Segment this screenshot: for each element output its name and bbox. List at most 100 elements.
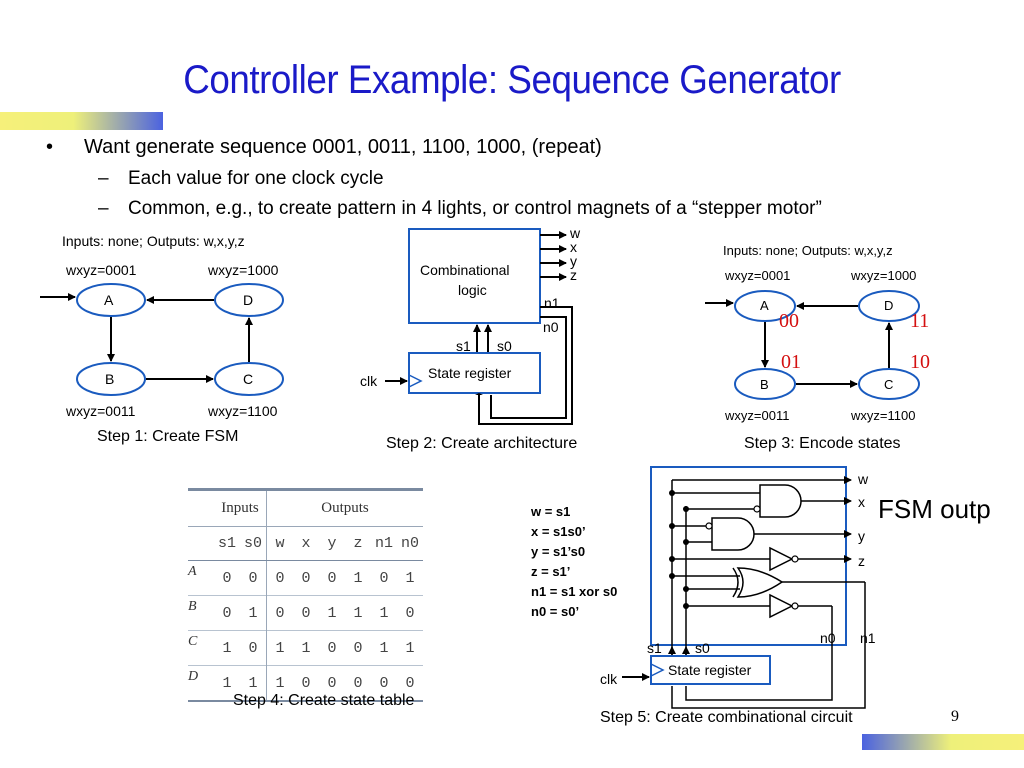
bullet-sub-1: Each value for one clock cycle	[128, 168, 384, 189]
col-header: w	[266, 526, 293, 561]
col-header: n1	[371, 526, 397, 561]
col-header: n0	[397, 526, 423, 561]
table-row: D 1 1 1 0 0 0 0 0	[188, 665, 423, 702]
table-cell: 0	[301, 569, 311, 587]
state-A-label: A	[104, 292, 114, 308]
out-y: y	[570, 253, 577, 269]
step5-n0: n0	[820, 630, 836, 646]
dash-1: –	[98, 168, 109, 189]
row-state: D	[188, 665, 214, 702]
step1-caption: Step 1: Create FSM	[97, 428, 239, 445]
table-row: A 0 0 0 0 0 1 0 1	[188, 560, 423, 596]
state-A-output: wxyz=0001	[66, 262, 137, 278]
code-A: 00	[779, 310, 799, 332]
s1-label: s1	[456, 338, 471, 354]
table-cell: 0	[319, 665, 345, 702]
table-cell: 0	[371, 665, 397, 702]
table-cell: 0	[327, 569, 337, 587]
table-cell: 0	[345, 665, 371, 702]
bullet-main: Want generate sequence 0001, 0011, 1100,…	[84, 136, 602, 158]
state-B-node-encoded	[734, 368, 796, 400]
equation-w: w = s1	[531, 504, 571, 519]
bullet-sub-2: Common, e.g., to create pattern in 4 lig…	[128, 198, 822, 219]
table-cell: 0	[293, 665, 319, 702]
equation-n1: n1 = s1 xor s0	[531, 584, 618, 599]
equation-x: x = s1s0’	[531, 524, 586, 539]
row-state: B	[188, 595, 214, 631]
out-x: x	[570, 239, 577, 255]
enc-A-output: wxyz=0001	[725, 268, 791, 283]
col-header: s0	[240, 526, 267, 561]
col-header: z	[345, 526, 371, 561]
table-cell: 0	[214, 595, 240, 631]
table-cell: 1	[405, 569, 415, 587]
table-cell: 0	[266, 595, 293, 631]
enc-D-label: D	[884, 298, 894, 313]
step5-s0: s0	[695, 640, 710, 656]
comb-logic-label-2: logic	[458, 282, 487, 298]
table-cell: 0	[248, 569, 258, 587]
comb-logic-label-1: Combinational	[420, 262, 510, 278]
step3-io-label: Inputs: none; Outputs: w,x,y,z	[723, 243, 893, 258]
inputs-header: Inputs	[214, 488, 267, 527]
dash-2: –	[98, 198, 109, 219]
col-header: s1	[214, 526, 240, 561]
outputs-header: Outputs	[266, 488, 423, 527]
table-cell: 0	[319, 630, 345, 666]
table-cell: 0	[345, 630, 371, 666]
state-register-block-step5	[650, 655, 771, 685]
table-row: C 1 0 1 1 0 0 1 1	[188, 630, 423, 666]
table-cell: 0	[293, 595, 319, 631]
state-C-node	[214, 362, 284, 396]
table-cell: 1	[397, 630, 423, 666]
step5-out-x: x	[858, 494, 865, 510]
enc-B-output: wxyz=0011	[725, 408, 790, 423]
step5-out-y: y	[858, 528, 865, 544]
state-A-node	[76, 283, 146, 317]
enc-D-output: wxyz=1000	[851, 268, 917, 283]
state-A-node-encoded	[734, 290, 796, 322]
state-D-label: D	[243, 292, 254, 308]
step5-reg-label: State register	[668, 662, 752, 678]
n0-label: n0	[543, 319, 559, 335]
row-state: A	[188, 564, 197, 579]
state-B-node	[76, 362, 146, 396]
combinational-circuit-box	[650, 466, 847, 646]
state-B-output: wxyz=0011	[66, 403, 136, 419]
equation-n0: n0 = s0’	[531, 604, 580, 619]
row-state: C	[188, 630, 214, 666]
slide-title: Controller Example: Sequence Generator	[183, 58, 841, 102]
state-table: Inputs Outputs s1 s0 w x y z n1 n0 A 0 0…	[188, 488, 423, 702]
step2-architecture	[385, 228, 573, 425]
state-C-output: wxyz=1100	[208, 403, 278, 419]
table-row: B 0 1 0 0 1 1 1 0	[188, 595, 423, 631]
table-cell: 1	[371, 595, 397, 631]
step1-io-label: Inputs: none; Outputs: w,x,y,z	[62, 233, 245, 249]
enc-B-label: B	[760, 377, 769, 392]
step1-fsm	[40, 283, 284, 396]
equation-z: z = s1’	[531, 564, 571, 579]
table-cell: 1	[240, 595, 267, 631]
bullet-dot: •	[46, 136, 54, 158]
table-cell: 0	[222, 569, 232, 587]
fsm-output-text: FSM outp	[878, 494, 991, 524]
state-B-label: B	[105, 371, 115, 387]
table-cell: 1	[319, 595, 345, 631]
table-cell: 1	[266, 630, 293, 666]
table-column-headers: s1 s0 w x y z n1 n0	[188, 526, 423, 561]
step2-caption: Step 2: Create architecture	[386, 435, 578, 452]
combinational-logic-block	[408, 228, 541, 324]
col-header: y	[319, 526, 345, 561]
step5-clk: clk	[600, 671, 618, 687]
page-number: 9	[951, 708, 959, 725]
enc-C-label: C	[884, 377, 894, 392]
table-cell: 1	[293, 630, 319, 666]
state-register-block	[408, 352, 541, 394]
table-cell: 1	[353, 569, 363, 587]
n1-label: n1	[544, 295, 560, 311]
clk-label: clk	[360, 373, 378, 389]
step5-out-w: w	[858, 471, 869, 487]
table-cell: 1	[214, 665, 240, 702]
step4-caption: Step 4: Create state table	[233, 692, 415, 709]
